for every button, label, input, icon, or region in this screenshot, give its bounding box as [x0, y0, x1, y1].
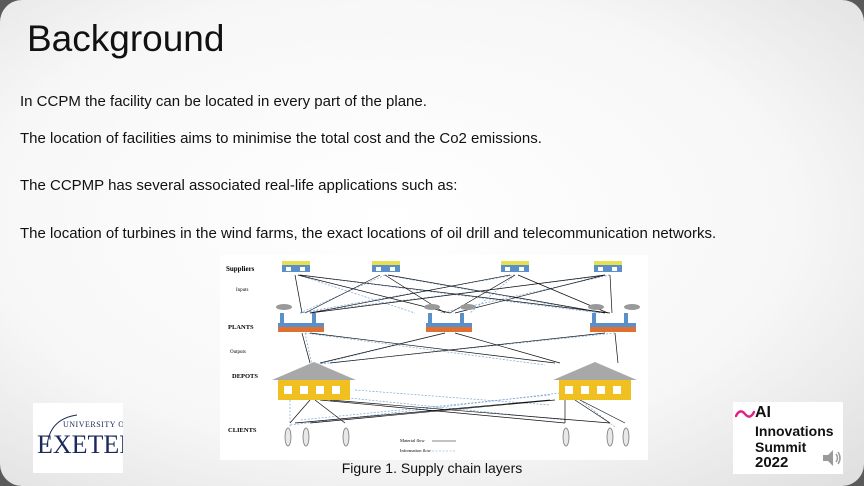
label-plants: PLANTS — [228, 324, 254, 331]
legend-material: Material flow — [400, 438, 425, 443]
slide-title: Background — [27, 18, 225, 59]
supply-chain-figure: Suppliers Inputs PLANTS Outputs DEPOTS C… — [220, 255, 648, 460]
information-flow-lines — [289, 274, 616, 428]
exeter-main-text: EXETER — [37, 430, 123, 459]
ai-summit-logo: AI Innovations Summit 2022 — [733, 402, 843, 474]
legend-information: Information flow — [400, 448, 432, 453]
supplier-icons — [282, 261, 622, 272]
wave-icon — [735, 410, 755, 418]
ai-line-1: AI — [755, 404, 771, 421]
plant-icons — [276, 304, 640, 332]
figure-caption: Figure 1. Supply chain layers — [341, 460, 523, 476]
label-depots: DEPOTS — [232, 373, 258, 380]
exeter-logo: UNIVERSITY OF EXETER — [33, 403, 137, 473]
label-clients: CLIENTS — [228, 427, 257, 434]
exeter-top-text: UNIVERSITY OF — [63, 420, 123, 429]
client-icons — [284, 427, 630, 447]
speaker-icon[interactable] — [820, 446, 844, 470]
label-outputs: Outputs — [230, 350, 246, 355]
ai-line-4: 2022 — [755, 454, 789, 471]
label-suppliers: Suppliers — [226, 265, 255, 273]
material-flow-lines — [289, 274, 626, 424]
text-line-1: In CCPM the facility can be located in e… — [20, 93, 427, 110]
text-line-2: The location of facilities aims to minim… — [20, 130, 542, 147]
ai-line-3: Summit — [755, 439, 807, 455]
text-line-4: The location of turbines in the wind far… — [20, 225, 717, 242]
label-inputs: Inputs — [236, 288, 249, 293]
ai-line-2: Innovations — [755, 423, 834, 439]
text-line-3: The CCPMP has several associated real-li… — [20, 177, 458, 194]
depot-icons — [272, 362, 637, 400]
